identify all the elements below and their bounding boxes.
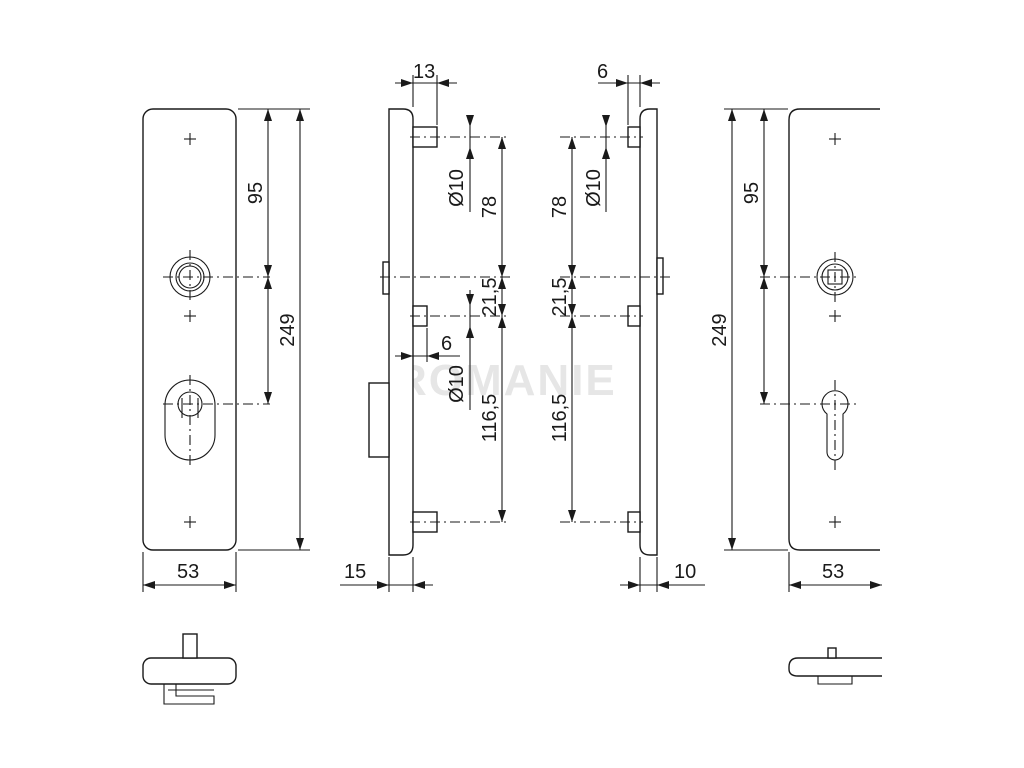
dim-top-to-handle-side-right: 78 bbox=[549, 196, 571, 218]
top-view-handle-stub-left bbox=[182, 633, 198, 659]
screw-mark-mid-right bbox=[829, 310, 841, 322]
dim-pin-diameter-top-left: Ø10 bbox=[446, 169, 468, 207]
cylinder-cutout-left bbox=[163, 375, 270, 465]
handle-hole-left bbox=[163, 250, 270, 304]
side-plate-left bbox=[388, 108, 414, 556]
dim-total-length-right: 249 bbox=[709, 313, 731, 346]
top-view-left bbox=[142, 633, 237, 705]
handle-stub-left bbox=[382, 261, 390, 295]
side-view-left: 13 Ø10 78 21,5 Ø10 6 116,5 bbox=[340, 61, 510, 592]
side-view-right: 6 Ø10 78 21,5 116,5 10 bbox=[549, 61, 705, 592]
dim-plate-thickness-right: 10 bbox=[674, 561, 696, 583]
handle-stub-right bbox=[656, 257, 664, 295]
screw-mark-top-right bbox=[829, 133, 841, 145]
dim-width-right: 53 bbox=[822, 561, 844, 583]
dim-handle-to-cylinder-left: 249 bbox=[277, 313, 299, 346]
top-view-plate-left bbox=[142, 657, 237, 685]
screw-mark-bottom-left bbox=[184, 516, 196, 528]
dim-pin-width-left: 13 bbox=[413, 61, 435, 83]
dim-mid-pin-to-bottom-pin-left: 116,5 bbox=[479, 394, 501, 443]
spindle-hole-right bbox=[760, 252, 860, 302]
front-view-left: 53 95 249 bbox=[142, 108, 310, 592]
escutcheon-plate-right bbox=[788, 108, 880, 551]
watermark-text: ROMANIE bbox=[395, 356, 617, 405]
dim-mid-pin-to-bottom-pin-right: 116,5 bbox=[549, 394, 571, 443]
dim-plate-thickness-left: 15 bbox=[344, 561, 366, 583]
screw-mark-mid-left bbox=[184, 310, 196, 322]
dim-width-left: 53 bbox=[177, 561, 199, 583]
top-view-plate-right bbox=[788, 657, 882, 677]
dim-handle-to-mid-pin-left: 21,5 bbox=[479, 278, 501, 317]
dim-handle-to-mid-pin-right: 21,5 bbox=[549, 278, 571, 317]
dim-top-to-handle-left: 95 bbox=[245, 182, 267, 204]
escutcheon-plate-left bbox=[142, 108, 237, 551]
dim-pin-width-right: 6 bbox=[597, 61, 608, 83]
dim-pin-offset-left: 6 bbox=[441, 333, 452, 355]
top-view-handle-stub-right bbox=[827, 647, 837, 659]
keyhole-cutout-right bbox=[760, 380, 860, 470]
front-view-right: 95 249 53 bbox=[709, 108, 882, 592]
dim-top-to-handle-side-left: 78 bbox=[479, 196, 501, 218]
dim-pin-diameter-top-right: Ø10 bbox=[583, 169, 605, 207]
screw-mark-top-left bbox=[184, 133, 196, 145]
dim-top-to-handle-right: 95 bbox=[741, 182, 763, 204]
screw-mark-bottom-right bbox=[829, 516, 841, 528]
side-plate-right bbox=[639, 108, 658, 556]
lock-body-stub-left bbox=[368, 382, 390, 458]
top-view-right bbox=[788, 647, 882, 685]
dim-pin-diameter-mid-left: Ø10 bbox=[446, 365, 468, 403]
